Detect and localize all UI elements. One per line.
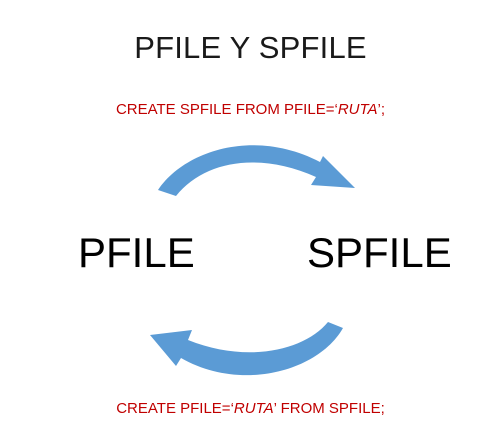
curved-arrow-bottom-icon xyxy=(150,322,343,376)
curved-arrow-top-icon xyxy=(158,145,355,196)
command-suffix: ; xyxy=(380,101,386,118)
pfile-node: PFILE xyxy=(78,229,195,276)
path-placeholder: RUTA xyxy=(233,400,274,417)
create-spfile-command: CREATE SPFILE FROM PFILE=‘RUTA’; xyxy=(0,101,501,118)
quote-close: ’ xyxy=(377,101,381,118)
slide-title: PFILE Y SPFILE xyxy=(134,30,367,65)
path-placeholder: RUTA xyxy=(337,101,378,118)
quote-open: ‘ xyxy=(334,101,338,118)
command-prefix: CREATE PFILE= xyxy=(116,400,231,417)
command-suffix: FROM SPFILE; xyxy=(276,400,385,417)
quote-close: ’ xyxy=(273,400,277,417)
quote-open: ‘ xyxy=(230,400,234,417)
spfile-node: SPFILE xyxy=(307,229,452,276)
command-prefix: CREATE SPFILE FROM PFILE= xyxy=(115,101,335,118)
create-pfile-command: CREATE PFILE=‘RUTA’ FROM SPFILE; xyxy=(0,400,501,417)
